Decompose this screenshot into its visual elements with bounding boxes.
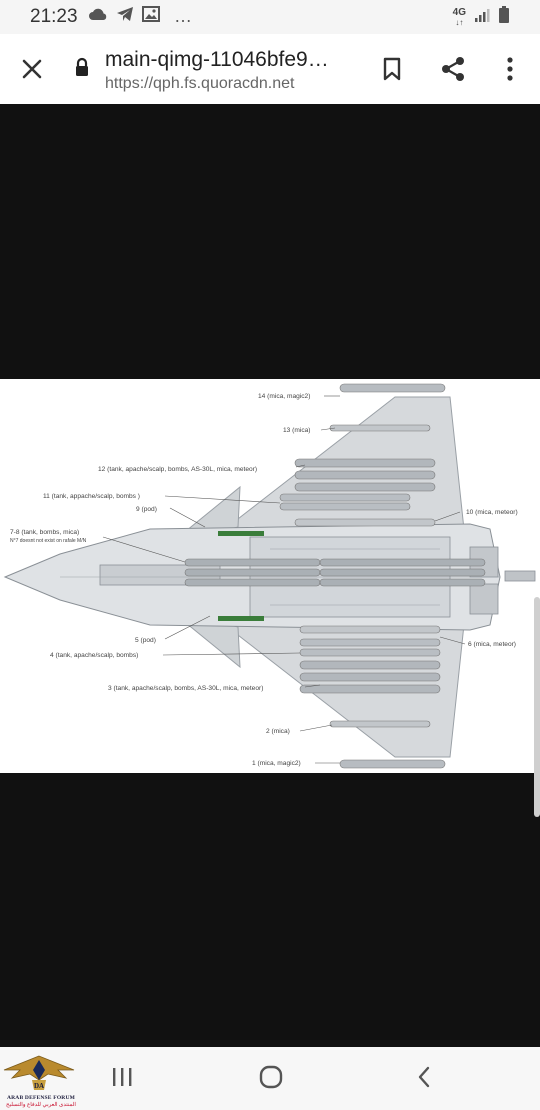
close-icon [22,59,42,79]
label-7-8-note: N°7 doesnt not exist on rafale M/N [10,538,87,544]
label-4: 4 (tank, apache/scalp, bombs) [50,652,138,659]
label-7-8: 7-8 (tank, bombs, mica) [10,529,79,536]
gallery-icon [142,6,160,27]
telegram-icon [116,6,134,27]
more-notifications-icon: … [174,6,192,26]
scrollbar-thumb[interactable] [534,597,540,817]
recents-icon [113,1068,132,1086]
eagle-emblem-icon: DA [3,1055,75,1090]
page-url[interactable]: https://qph.fs.quoracdn.net [105,75,295,92]
hardpoint-labels: 14 (mica, magic2) 13 (mica) 12 (tank, ap… [10,393,518,767]
arab-defense-forum-logo: DA [0,1050,78,1110]
more-vert-icon [507,57,513,81]
label-12: 12 (tank, apache/scalp, bombs, AS-30L, m… [98,466,257,473]
label-6: 6 (mica, meteor) [468,641,516,648]
status-time: 21:23 [30,6,78,27]
navigation-bar [0,1047,540,1110]
logo-badge: DA [34,1082,44,1090]
logo-text-english: ARAB DEFENSE FORUM [6,1095,76,1101]
label-2: 2 (mica) [266,728,290,735]
share-icon [442,57,464,81]
battery-icon [498,6,510,29]
more-options-button[interactable] [488,47,532,91]
bookmark-icon [383,57,401,81]
label-3: 3 (tank, apache/scalp, bombs, AS-30L, mi… [108,685,263,692]
stores [184,383,486,769]
share-button[interactable] [431,47,475,91]
label-13: 13 (mica) [283,427,310,434]
signal-icon [474,7,490,28]
browser-toolbar: main-qimg-11046bfe9… https://qph.fs.quor… [0,34,540,104]
recents-button[interactable] [92,1057,152,1097]
label-1: 1 (mica, magic2) [252,760,301,767]
bookmark-button[interactable] [370,47,414,91]
notification-icons: … [88,6,192,27]
home-button[interactable] [241,1057,301,1097]
label-5: 5 (pod) [135,637,156,644]
back-button[interactable] [394,1057,454,1097]
network-type: 4G [452,6,466,18]
label-11: 11 (tank, appache/scalp, bombs ) [43,493,140,500]
logo-text-arabic: المنتدى العربي للدفاع والتسليح [6,1102,76,1108]
network-indicator: 4G ↓↑ [452,6,466,28]
label-10: 10 (mica, meteor) [466,509,518,516]
system-icons: 4G ↓↑ [453,6,510,29]
back-icon [418,1066,430,1088]
leader-lines [102,395,466,764]
rafale-hardpoints-diagram[interactable]: 14 (mica, magic2) 13 (mica) 12 (tank, ap… [0,379,540,773]
status-bar: 21:23 … 4G ↓↑ [0,0,540,34]
label-14: 14 (mica, magic2) [258,393,310,400]
page-title[interactable]: main-qimg-11046bfe9… [105,48,329,71]
cloud-icon [88,7,108,26]
close-button[interactable] [10,47,54,91]
lock-icon [74,57,90,82]
label-9: 9 (pod) [136,506,157,513]
aircraft-outline [3,396,536,758]
data-arrows-icon: ↓↑ [455,17,464,27]
home-icon [259,1065,283,1089]
aircraft-diagram-image: 14 (mica, magic2) 13 (mica) 12 (tank, ap… [3,383,536,769]
